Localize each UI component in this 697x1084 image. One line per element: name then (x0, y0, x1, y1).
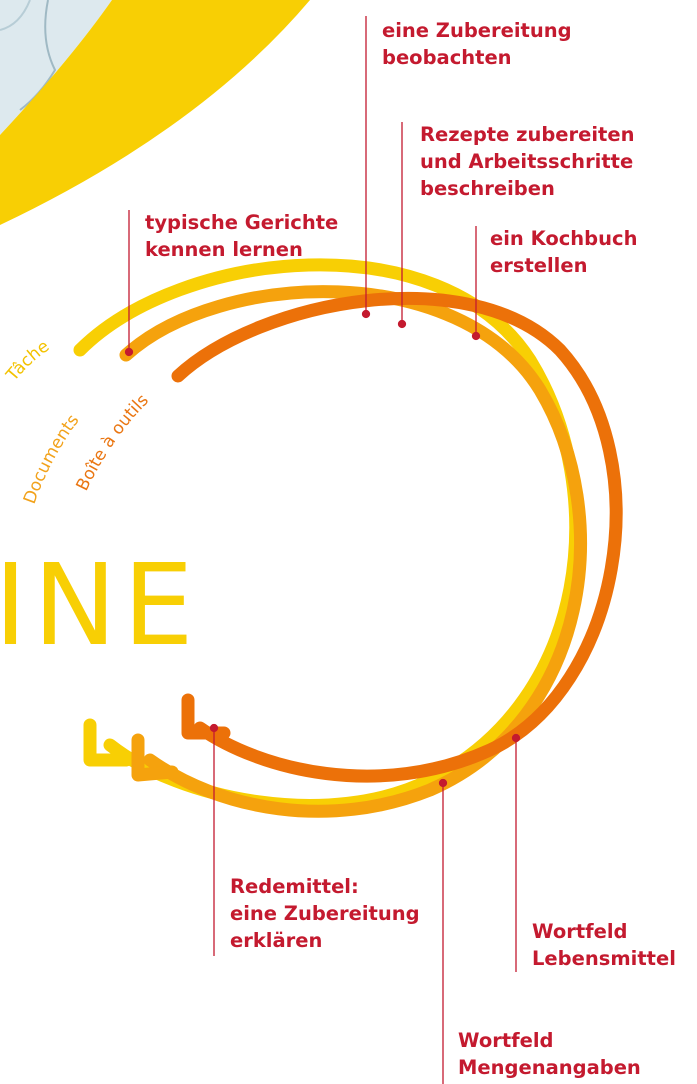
track-task-arrowhead (83, 718, 133, 767)
node-observe (361, 309, 371, 319)
label-dishes: typische Gerichte kennen lernen (145, 211, 339, 261)
label-quantities: Wortfeld Mengenangaben (458, 1029, 641, 1079)
track-documents-arrowhead (131, 733, 179, 782)
label-recipes: Rezepte zubereiten und Arbeitsschritte b… (420, 123, 635, 200)
node-phrases (209, 723, 219, 733)
node-quantities (438, 778, 448, 788)
node-cookbook (471, 331, 481, 341)
node-dishes (124, 347, 134, 357)
corner-photo (0, 0, 112, 135)
track-documents-label: Documents (20, 411, 84, 507)
node-food (511, 733, 521, 743)
track-tools-arc (171, 291, 623, 783)
track-documents-arc (119, 285, 587, 818)
yellow-band (0, 0, 310, 225)
label-cookbook: ein Kochbuch erstellen (490, 227, 638, 277)
label-observe: eine Zubereitung beobachten (382, 19, 572, 69)
track-tools-arrowhead (181, 693, 231, 740)
label-phrases: Redemittel: eine Zubereitung erklären (230, 875, 420, 952)
track-tools-label: Boîte à outils (73, 390, 153, 494)
label-food: Wortfeld Lebensmittel (532, 920, 676, 970)
title-fragment: INE (0, 541, 200, 671)
track-task-label: Tâche (2, 336, 53, 386)
node-recipes (397, 319, 407, 329)
